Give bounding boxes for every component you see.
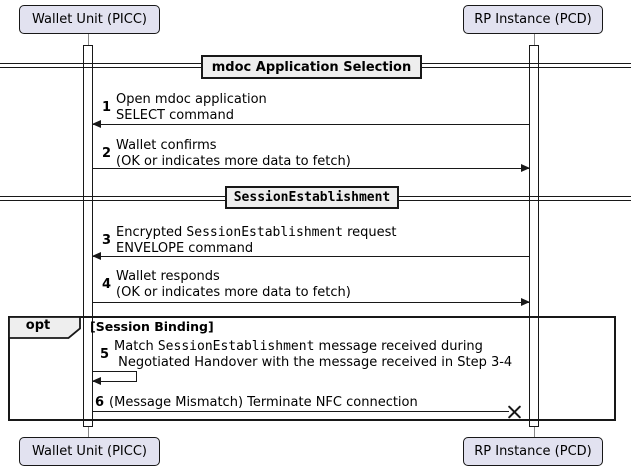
message-2: 2 Wallet confirms (OK or indicates more …	[102, 138, 351, 169]
divider-session-establishment: SessionEstablishment	[225, 186, 399, 209]
activation-bar-wallet	[83, 45, 93, 427]
message-4-line2: (OK or indicates more data to fetch)	[116, 284, 351, 300]
message-1: 1 Open mdoc application SELECT command	[102, 92, 267, 123]
message-2-number: 2	[102, 145, 112, 161]
lifeline-rp-bottom	[534, 427, 535, 437]
participant-wallet-top: Wallet Unit (PICC)	[19, 5, 160, 34]
lifeline-rp-top	[534, 34, 535, 45]
message-1-line2: SELECT command	[116, 107, 235, 123]
message-5-number: 5	[100, 346, 110, 362]
message-2-line1: Wallet confirms	[116, 138, 217, 153]
message-5-self-arrow-side	[136, 371, 137, 382]
opt-fragment	[8, 316, 616, 421]
message-5-line2: Negotiated Handover with the message rec…	[114, 354, 513, 370]
message-6-line1: (Message Mismatch) Terminate NFC connect…	[109, 395, 418, 410]
arrowhead-left-icon	[92, 120, 101, 128]
lifeline-wallet-top	[88, 34, 89, 45]
message-3-line2: ENVELOPE command	[116, 240, 254, 256]
message-1-number: 1	[102, 99, 112, 115]
message-6-arrow	[93, 411, 509, 412]
arrowhead-left-icon	[92, 252, 101, 260]
message-3-arrow	[92, 252, 529, 260]
opt-guard-label: [Session Binding]	[90, 319, 214, 334]
message-2-arrow	[93, 164, 530, 172]
lifeline-wallet-bottom	[88, 427, 89, 437]
message-4: 4 Wallet responds (OK or indicates more …	[102, 269, 351, 300]
message-3: 3 Encrypted SessionEstablishment request…	[102, 225, 397, 256]
message-4-line1: Wallet responds	[116, 269, 220, 284]
message-1-arrow	[92, 120, 529, 128]
arrowhead-right-icon	[521, 164, 530, 172]
arrowhead-right-icon	[521, 298, 530, 306]
message-4-arrow	[93, 298, 530, 306]
message-6: 6 (Message Mismatch) Terminate NFC conne…	[95, 395, 418, 411]
participant-wallet-bottom: Wallet Unit (PICC)	[19, 437, 160, 466]
message-2-line2: (OK or indicates more data to fetch)	[116, 153, 351, 169]
message-3-number: 3	[102, 232, 112, 248]
message-3-line1: Encrypted SessionEstablishment request	[116, 225, 397, 240]
message-5-self-arrow-bottom	[92, 377, 137, 385]
opt-fragment-tab	[8, 316, 81, 339]
participant-rp-bottom: RP Instance (PCD)	[463, 437, 603, 466]
divider-mdoc-application-selection: mdoc Application Selection	[201, 55, 422, 79]
message-1-line1: Open mdoc application	[116, 92, 267, 107]
message-5: 5 Match SessionEstablishment message rec…	[100, 339, 512, 370]
message-4-number: 4	[102, 276, 112, 292]
activation-bar-rp	[529, 45, 539, 427]
message-5-line1: Match SessionEstablishment message recei…	[114, 339, 483, 354]
participant-rp-top: RP Instance (PCD)	[463, 5, 603, 34]
message-6-number: 6	[95, 395, 105, 410]
opt-operator-label: opt	[25, 318, 51, 333]
arrowhead-left-icon	[92, 377, 101, 385]
lost-message-x-icon	[507, 404, 522, 419]
message-5-self-arrow-top	[93, 371, 137, 372]
